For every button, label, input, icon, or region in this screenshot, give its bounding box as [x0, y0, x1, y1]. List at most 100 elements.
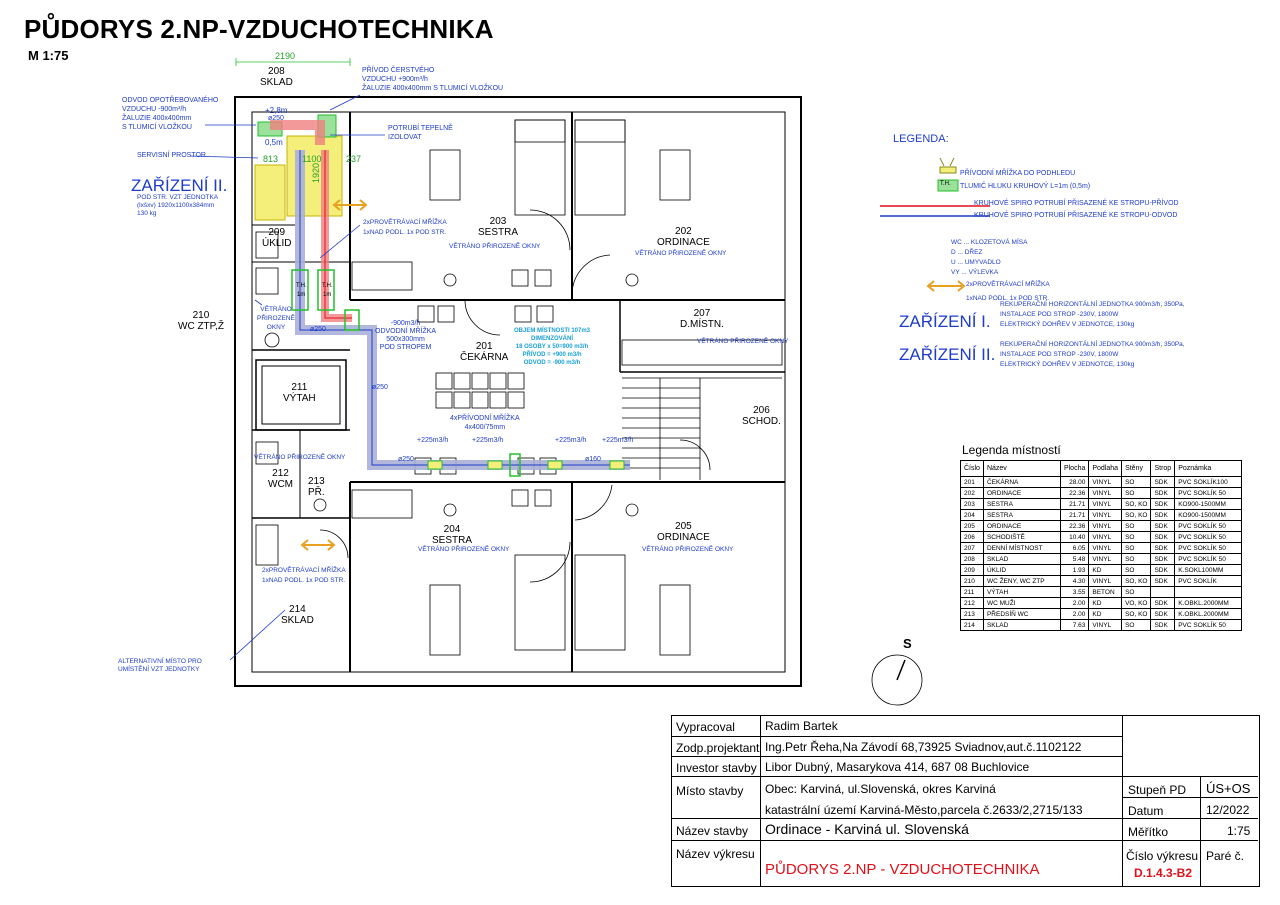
- tb-value-misto: Obec: Karviná, ul.Slovenská, okres Karvi…: [765, 782, 996, 796]
- dia-4: ø250: [398, 456, 414, 463]
- table-cell: SO: [1121, 619, 1152, 631]
- table-cell: PVC SOKLÍK100: [1174, 476, 1243, 488]
- table-cell: 3.55: [1059, 586, 1090, 598]
- tb-value-katastr: katastrální území Karviná-Město,parcela …: [765, 803, 1083, 817]
- table-cell: KD: [1088, 564, 1123, 576]
- table-cell: ORDINACE: [982, 520, 1061, 532]
- table-cell: 21.71: [1059, 498, 1090, 510]
- table-cell: VINYL: [1088, 487, 1123, 499]
- legend-item-exhaust: KRUHOVÉ SPIRO POTRUBÍ PŘISAZENÉ KE STROP…: [974, 212, 1178, 219]
- legend-th-label: T.H.: [940, 181, 951, 187]
- dim-top: 2190: [275, 51, 296, 61]
- drawing-scale: M 1:75: [28, 48, 69, 63]
- table-cell: SO, KO: [1121, 509, 1152, 521]
- tb-value-stavba: Ordinace - Karviná ul. Slovenská: [765, 821, 969, 837]
- tb-datum-label: Datum: [1128, 804, 1164, 818]
- table-cell: PVC SOKLÍK 50: [1174, 531, 1243, 543]
- table-cell: SDK: [1150, 597, 1176, 609]
- table-cell: 203: [960, 498, 984, 510]
- service-note: SERVISNÍ PROSTOR: [137, 152, 206, 159]
- tb-label-misto: Místo stavby: [676, 784, 744, 798]
- elev-1: +2,8m: [265, 106, 288, 115]
- table-cell: K.OBKL.2000MM: [1174, 608, 1243, 620]
- table-cell: SO, KO: [1121, 498, 1152, 510]
- table-cell: BETON: [1088, 586, 1123, 598]
- tb-cislo-label: Číslo výkresu: [1126, 849, 1199, 863]
- header-steny: Stěny: [1121, 460, 1152, 477]
- tb-label-investor: Investor stavby: [676, 761, 757, 775]
- tb-label-stavba: Název stavby: [676, 824, 749, 838]
- table-cell: SDK: [1150, 553, 1176, 565]
- table-cell: ČEKÁRNA: [982, 476, 1061, 488]
- table-cell: 211: [960, 586, 984, 598]
- dia-1: ø250: [268, 115, 284, 122]
- table-cell: 210: [960, 575, 984, 587]
- table-cell: WC ŽENY, WC ZTP: [982, 575, 1061, 587]
- table-cell: KO900-1500MM: [1174, 498, 1243, 510]
- flow-2: +225m3/h: [472, 437, 504, 444]
- dim-1100: 1100: [302, 154, 322, 164]
- th-label-2: T.H.: [322, 283, 333, 289]
- tb-cislo-value: D.1.4.3-B2: [1134, 866, 1193, 880]
- elev-2: 0,5m: [265, 138, 283, 147]
- table-cell: 6.05: [1059, 542, 1090, 554]
- tb-value-vykres: PŮDORYS 2.NP - VZDUCHOTECHNIKA: [765, 861, 1040, 878]
- ducts: [270, 120, 630, 477]
- legend-device-2: ZAŘÍZENÍ II.: [899, 345, 996, 364]
- table-cell: PVC SOKLÍK: [1174, 575, 1243, 587]
- grille-arrows: [300, 199, 368, 551]
- table-cell: SESTRA: [982, 498, 1061, 510]
- dimension-lines: [235, 58, 351, 66]
- tb-stupen-value: ÚS+OS: [1206, 781, 1251, 796]
- dia-5: ø160: [585, 456, 601, 463]
- legend-graphics: [880, 157, 990, 292]
- table-cell: 205: [960, 520, 984, 532]
- table-cell: VINYL: [1088, 498, 1123, 510]
- table-cell: SDK: [1150, 564, 1176, 576]
- table-cell: KO900-1500MM: [1174, 509, 1243, 521]
- header-strop: Strop: [1150, 460, 1176, 477]
- table-cell: VÝTAH: [982, 586, 1061, 598]
- table-cell: SESTRA: [982, 509, 1061, 521]
- table-cell: 207: [960, 542, 984, 554]
- table-cell: SKLAD: [982, 619, 1061, 631]
- table-cell: SO: [1121, 586, 1152, 598]
- table-cell: 2.00: [1059, 597, 1090, 609]
- table-cell: SDK: [1150, 608, 1176, 620]
- table-cell: 21.71: [1059, 509, 1090, 521]
- north-label: S: [903, 636, 912, 651]
- header-nazev: Název: [982, 460, 1061, 477]
- legend-device-1: ZAŘÍZENÍ I.: [899, 312, 991, 331]
- walls: [234, 96, 802, 687]
- table-cell: KD: [1088, 597, 1123, 609]
- table-cell: VINYL: [1088, 542, 1123, 554]
- table-cell: 201: [960, 476, 984, 488]
- title-block: Vypracoval Radim Bartek Zodp.projektant …: [671, 715, 1260, 887]
- table-cell: SCHODIŠTĚ: [982, 531, 1061, 543]
- legend-title: LEGENDA:: [893, 133, 949, 145]
- natural-vent-202: VĚTRÁNO PŘIROZENĚ OKNY: [635, 250, 727, 257]
- table-cell: 22.36: [1059, 520, 1090, 532]
- natural-vent-205: VĚTRÁNO PŘIROZENĚ OKNY: [642, 546, 734, 553]
- table-cell: SO: [1121, 520, 1152, 532]
- dim-813: 813: [263, 154, 279, 164]
- room-legend-table: Číslo Název Plocha Podlaha Stěny Strop P…: [960, 460, 1243, 631]
- table-cell: SO: [1121, 553, 1152, 565]
- flow-4: +225m3/h: [602, 437, 634, 444]
- tb-label-projektant: Zodp.projektant: [676, 741, 760, 755]
